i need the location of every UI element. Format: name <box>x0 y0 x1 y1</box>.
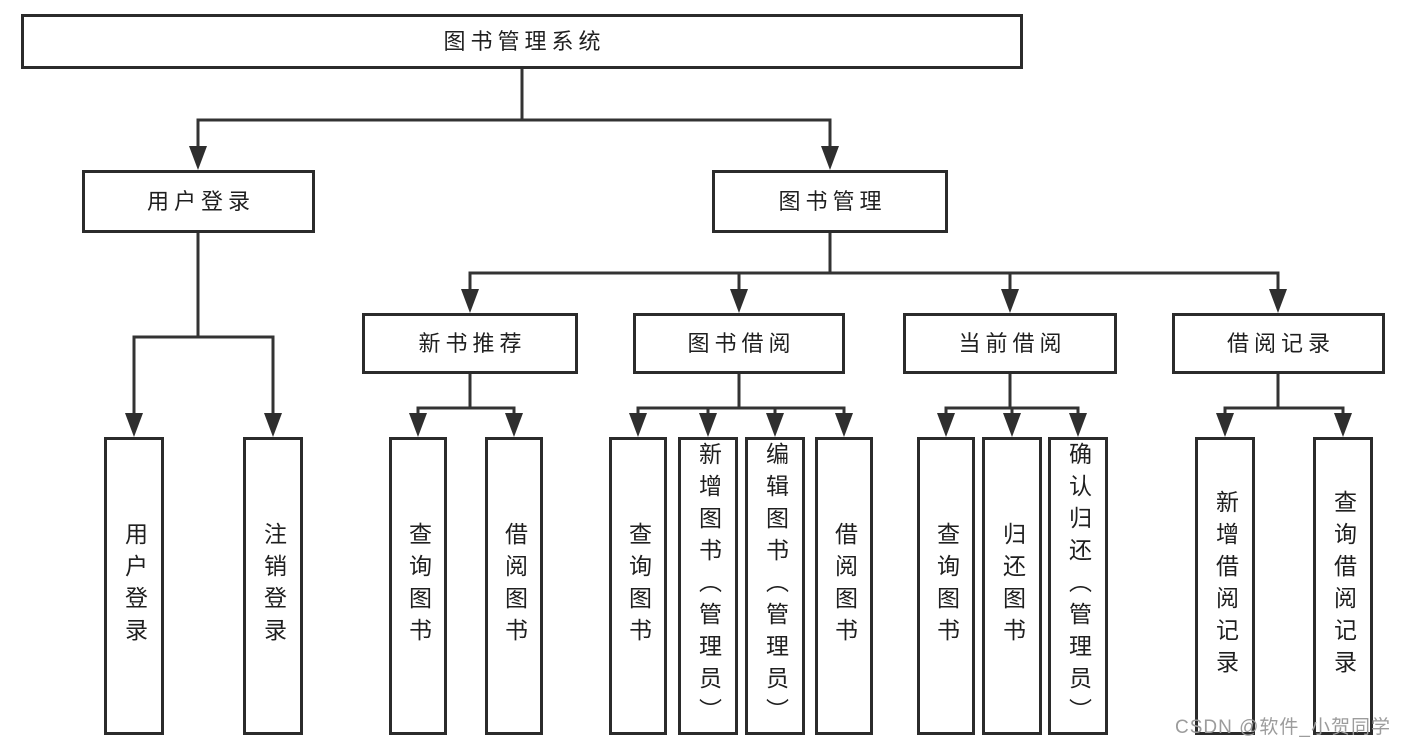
node-label: 图书管理系统 <box>443 28 606 54</box>
leaf-confirm-return-admin: 确认归还（管理员） <box>1048 437 1108 735</box>
leaf-query-books-current: 查询图书 <box>917 437 975 735</box>
node-label: 图书借阅 <box>687 330 796 356</box>
node-book-borrowing: 图书借阅 <box>633 313 845 374</box>
leaf-query-books-recommend: 查询图书 <box>389 437 447 735</box>
node-library-management-system: 图书管理系统 <box>21 14 1023 69</box>
leaf-query-borrow-record: 查询借阅记录 <box>1313 437 1373 735</box>
node-borrowing-records: 借阅记录 <box>1172 313 1385 374</box>
node-label: 查询借阅记录 <box>1330 490 1357 682</box>
node-label: 图书管理 <box>778 188 887 214</box>
leaf-user-login: 用户登录 <box>104 437 164 735</box>
csdn-watermark: CSDN @软件_小贺同学 <box>1175 717 1391 738</box>
node-label: 用户登录 <box>121 522 148 650</box>
node-label: 新书推荐 <box>418 330 527 356</box>
node-label: 当前借阅 <box>958 330 1067 356</box>
node-label: 借阅图书 <box>831 522 858 650</box>
node-label: 查询图书 <box>933 522 960 650</box>
node-label: 编辑图书（管理员） <box>762 442 789 730</box>
leaf-logout: 注销登录 <box>243 437 303 735</box>
node-label: 新增图书（管理员） <box>695 442 722 730</box>
node-label: 确认归还（管理员） <box>1065 442 1092 730</box>
node-label: 查询图书 <box>625 522 652 650</box>
node-label: 归还图书 <box>999 522 1026 650</box>
leaf-return-book: 归还图书 <box>982 437 1042 735</box>
node-new-book-recommendation: 新书推荐 <box>362 313 578 374</box>
leaf-add-borrow-record: 新增借阅记录 <box>1195 437 1255 735</box>
leaf-add-book-admin: 新增图书（管理员） <box>678 437 738 735</box>
node-current-borrowing: 当前借阅 <box>903 313 1117 374</box>
leaf-borrow-books-recommend: 借阅图书 <box>485 437 543 735</box>
node-label: 用户登录 <box>146 188 255 214</box>
node-label: 借阅图书 <box>501 522 528 650</box>
leaf-edit-book-admin: 编辑图书（管理员） <box>745 437 805 735</box>
node-book-management-branch: 图书管理 <box>712 170 948 233</box>
node-label: 查询图书 <box>405 522 432 650</box>
node-label: 新增借阅记录 <box>1212 490 1239 682</box>
node-label: 借阅记录 <box>1226 330 1335 356</box>
node-label: 注销登录 <box>260 522 287 650</box>
node-user-login-branch: 用户登录 <box>82 170 315 233</box>
leaf-query-books-borrow: 查询图书 <box>609 437 667 735</box>
leaf-borrow-books: 借阅图书 <box>815 437 873 735</box>
